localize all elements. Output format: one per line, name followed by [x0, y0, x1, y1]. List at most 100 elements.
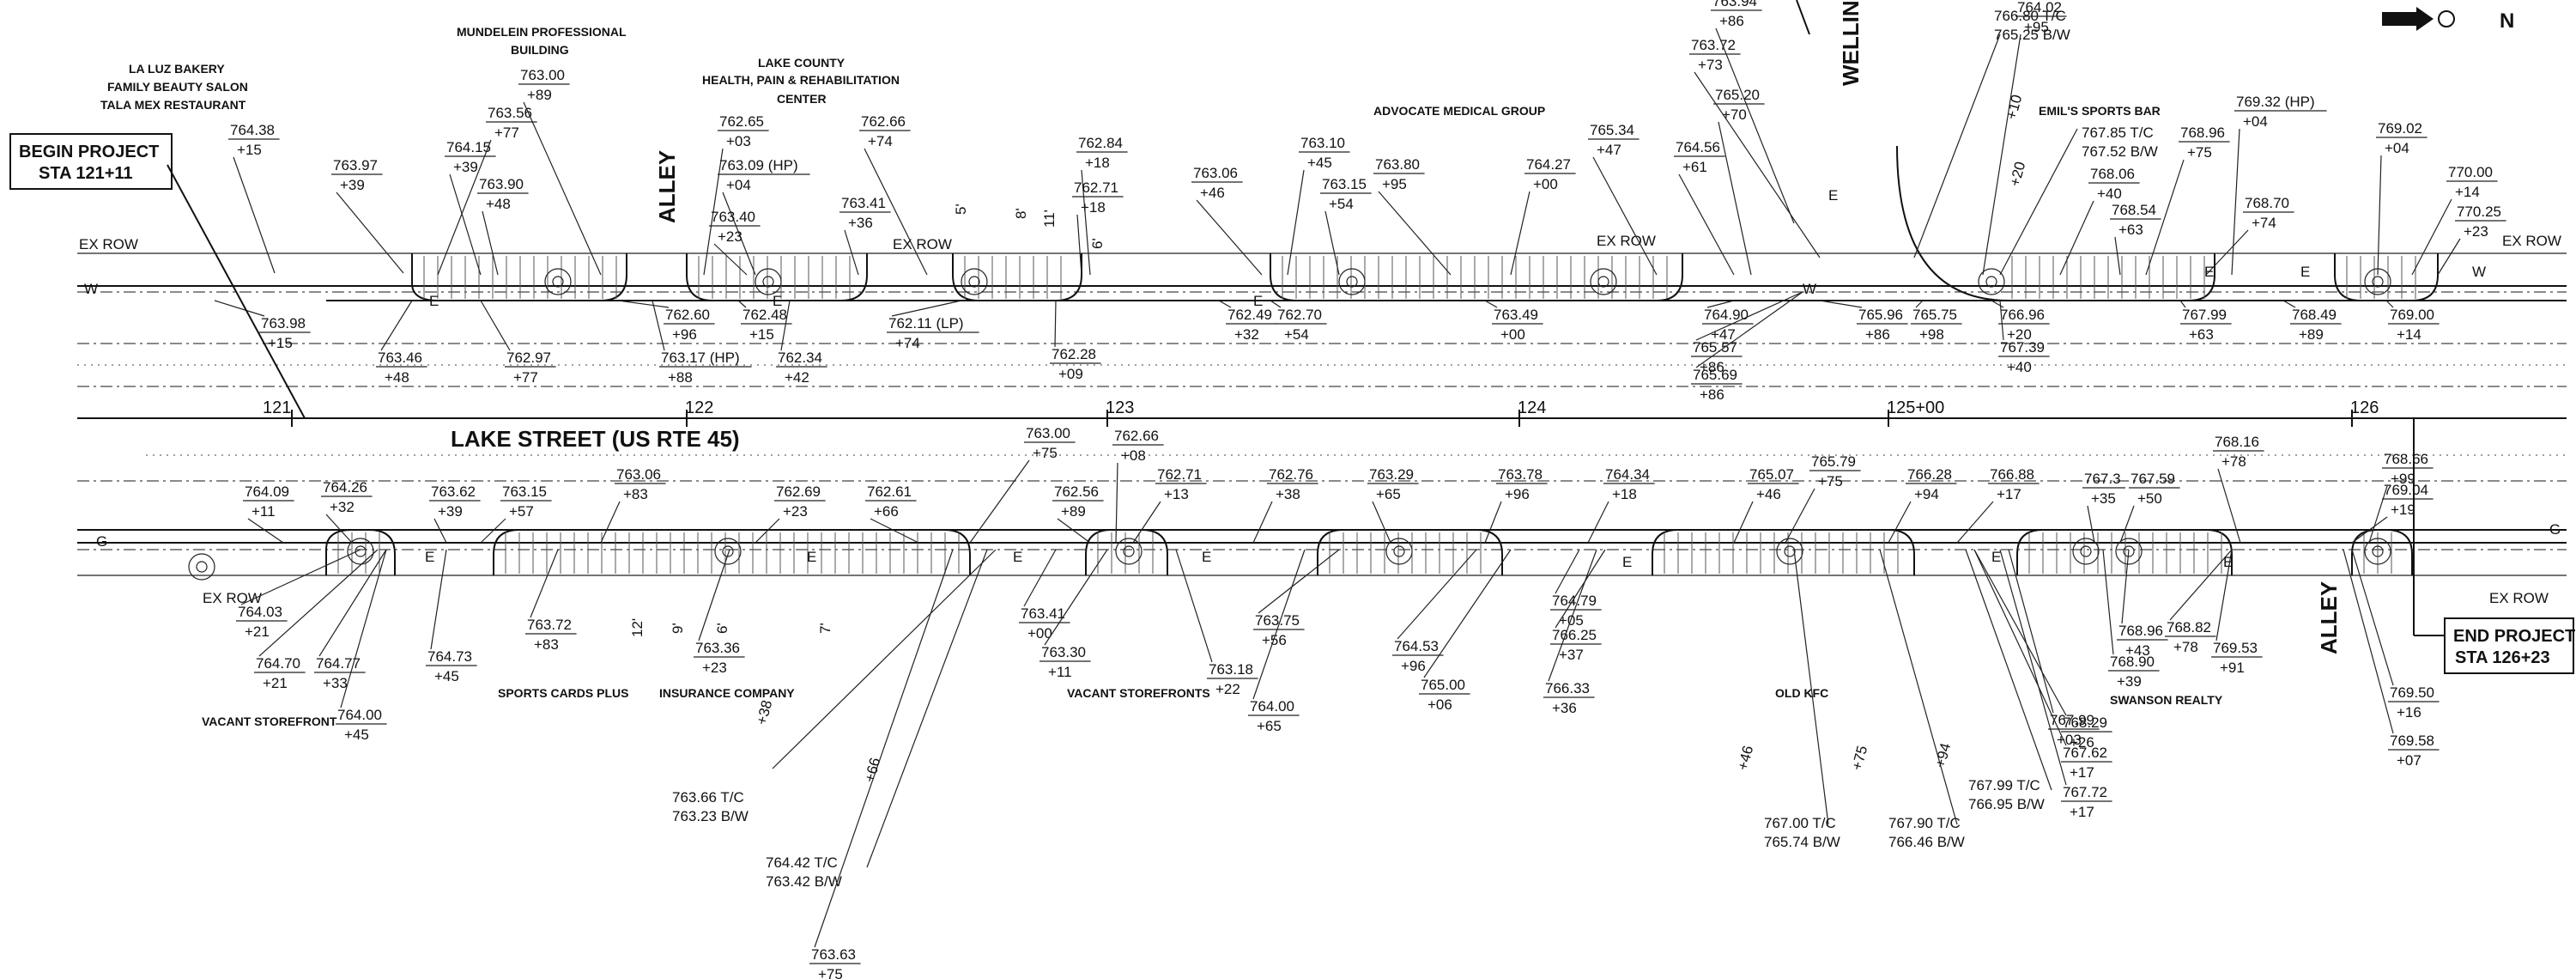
- manhole-icon-inner: [355, 545, 367, 557]
- bumpout-north-4: [1270, 253, 1683, 301]
- callout-south-bot-station: +43: [2125, 642, 2150, 659]
- callout-south-bot-elev: 764.00: [337, 707, 382, 723]
- callout-south-bot-elev: 769.58: [2390, 733, 2434, 749]
- callout-south-bot-leader: [1973, 549, 2067, 716]
- utility-marker: E: [1013, 549, 1022, 565]
- callout-south-bot-leader: [340, 549, 387, 708]
- callout-north-elev: 763.80: [1375, 156, 1420, 173]
- building-emils: EMIL'S SPORTS BAR: [2039, 104, 2161, 118]
- callout-south-bot-elev: 764.03: [238, 604, 282, 620]
- callout-south-bot-station: +07: [2397, 752, 2421, 769]
- callout-north-elev: 762.71: [1074, 179, 1118, 196]
- callout-south-leader: [1956, 501, 1994, 544]
- station-label: 124: [1518, 398, 1546, 417]
- ex-row-label: EX ROW: [893, 236, 952, 252]
- callout-south-elev: 767.59: [2131, 471, 2175, 487]
- callout-north-leader: [1510, 191, 1530, 276]
- utility-marker: E: [1202, 549, 1211, 565]
- callout-north-bot-leader: [1484, 300, 1498, 308]
- callout-north-station: +63: [2118, 222, 2143, 238]
- ex-row-label: EX ROW: [2489, 590, 2549, 606]
- callout-south-leader: [1132, 501, 1161, 544]
- bumpout-south-4: [1317, 529, 1503, 575]
- callout-north-station: +74: [868, 133, 893, 149]
- callout-north-elev: 762.65: [719, 113, 764, 130]
- callout-south-bot-elev: 764.77: [316, 655, 361, 672]
- callout-south-bot-station: +39: [2117, 673, 2142, 690]
- callout-south-elev: 769.04: [2384, 482, 2428, 498]
- utility-marker: E: [2223, 554, 2233, 570]
- callout-south-leader: [1372, 501, 1391, 544]
- callout-north-bot-elev: 763.98: [261, 315, 306, 331]
- callout-north-bot-station: +42: [785, 369, 809, 386]
- callout-north-leader: [449, 173, 482, 276]
- callout-north-elev: 763.06: [1193, 165, 1238, 181]
- callout-south-station: +08: [1121, 447, 1146, 464]
- callout-south-bot-elev: 763.41: [1021, 605, 1065, 622]
- callout-north-bot-elev: 767.99: [2182, 307, 2227, 323]
- bumpout-north-6: [2334, 253, 2439, 301]
- building-old-kfc: OLD KFC: [1775, 686, 1828, 700]
- callout-south-leader: [755, 518, 780, 544]
- callout-south-station: +96: [1505, 486, 1530, 502]
- callout-north-leader: [864, 148, 928, 276]
- manhole-icon-inner: [196, 561, 208, 573]
- callout-south-leader: [870, 518, 919, 544]
- callout-north-bot-elev: 763.49: [1494, 307, 1538, 323]
- callout-north-elev: 763.94: [1712, 0, 1757, 9]
- utility-marker: G: [2549, 521, 2561, 538]
- callout-north-station: +04: [726, 177, 751, 193]
- utility-marker: E: [773, 293, 782, 309]
- bumpout-north-3: [952, 253, 1082, 301]
- callout-north-bot-station: +96: [672, 326, 697, 343]
- callout-south-elev: 763.15: [502, 483, 547, 500]
- manhole-icon: [2364, 538, 2391, 565]
- callout-south-bot-leader: [1548, 549, 1597, 682]
- callout-north-elev: 764.02: [2017, 0, 2062, 15]
- callout-north-elev: 768.54: [2112, 202, 2156, 218]
- callout-north-bot-elev: 762.60: [665, 307, 710, 323]
- callout-south-bot-station: +45: [344, 727, 369, 743]
- callout-south-bot-elev: 764.00: [1250, 698, 1294, 714]
- callout-north-bot-leader: [1706, 300, 1735, 308]
- callout-south-elev: 768.66: [2384, 451, 2428, 467]
- callout-south-leader: [1057, 518, 1091, 544]
- callout-south-bot-leader: [318, 549, 387, 657]
- callout-south-bot-elev: 768.82: [2167, 619, 2211, 635]
- callout-south-bot-station: +37: [1559, 647, 1584, 663]
- callout-bw: 763.42 B/W: [766, 873, 842, 890]
- callout-north-bot-elev: 762.34: [778, 350, 822, 366]
- callout-south-bot-elev: 769.50: [2390, 684, 2434, 701]
- callout-south-bot-leader: [814, 549, 954, 948]
- callout-north-bot-station: +09: [1058, 366, 1083, 382]
- callout-south-bot-elev: 766.33: [1545, 680, 1590, 696]
- callout-south-bot-elev: 767.62: [2063, 745, 2107, 761]
- callout-north-leader: [713, 243, 748, 276]
- callout-south-bot-station: +17: [2070, 804, 2094, 820]
- callout-south-bot-leader: [1175, 549, 1213, 663]
- callout-bw: 767.52 B/W: [2082, 143, 2158, 160]
- manhole-icon-inner: [552, 276, 564, 288]
- callout-south-bot-leader: [2351, 549, 2394, 686]
- callout-south-station: +89: [1061, 503, 1086, 520]
- callout-north-bot-leader: [1270, 300, 1282, 308]
- callout-south-bot-elev: 765.00: [1421, 677, 1465, 693]
- bumpout-south-7: [2351, 529, 2413, 575]
- callout-south-elev: 766.28: [1907, 466, 1952, 483]
- callout-south-bot-station: +33: [323, 675, 348, 691]
- building-mundelein: MUNDELEIN PROFESSIONAL: [457, 25, 627, 39]
- leader-offset-label: +75: [1849, 744, 1871, 772]
- callout-north-leader: [1378, 191, 1452, 276]
- callout-north-station: +14: [2455, 184, 2480, 200]
- callout-north-leader: [482, 210, 499, 276]
- manhole-icon: [1385, 538, 1413, 565]
- callout-north-station: +23: [2464, 223, 2488, 240]
- callout-tc: 767.85 T/C: [2082, 125, 2154, 141]
- callout-north-bot-elev: 765.75: [1912, 307, 1957, 323]
- callout-north-station: +04: [2243, 113, 2268, 130]
- callout-north-bot-leader: [2385, 300, 2394, 308]
- callout-south-leader: [1888, 501, 1912, 544]
- callout-north-bot-leader: [1054, 300, 1057, 348]
- callout-north-leader: [1678, 173, 1735, 276]
- callout-north-elev: 763.10: [1300, 135, 1345, 151]
